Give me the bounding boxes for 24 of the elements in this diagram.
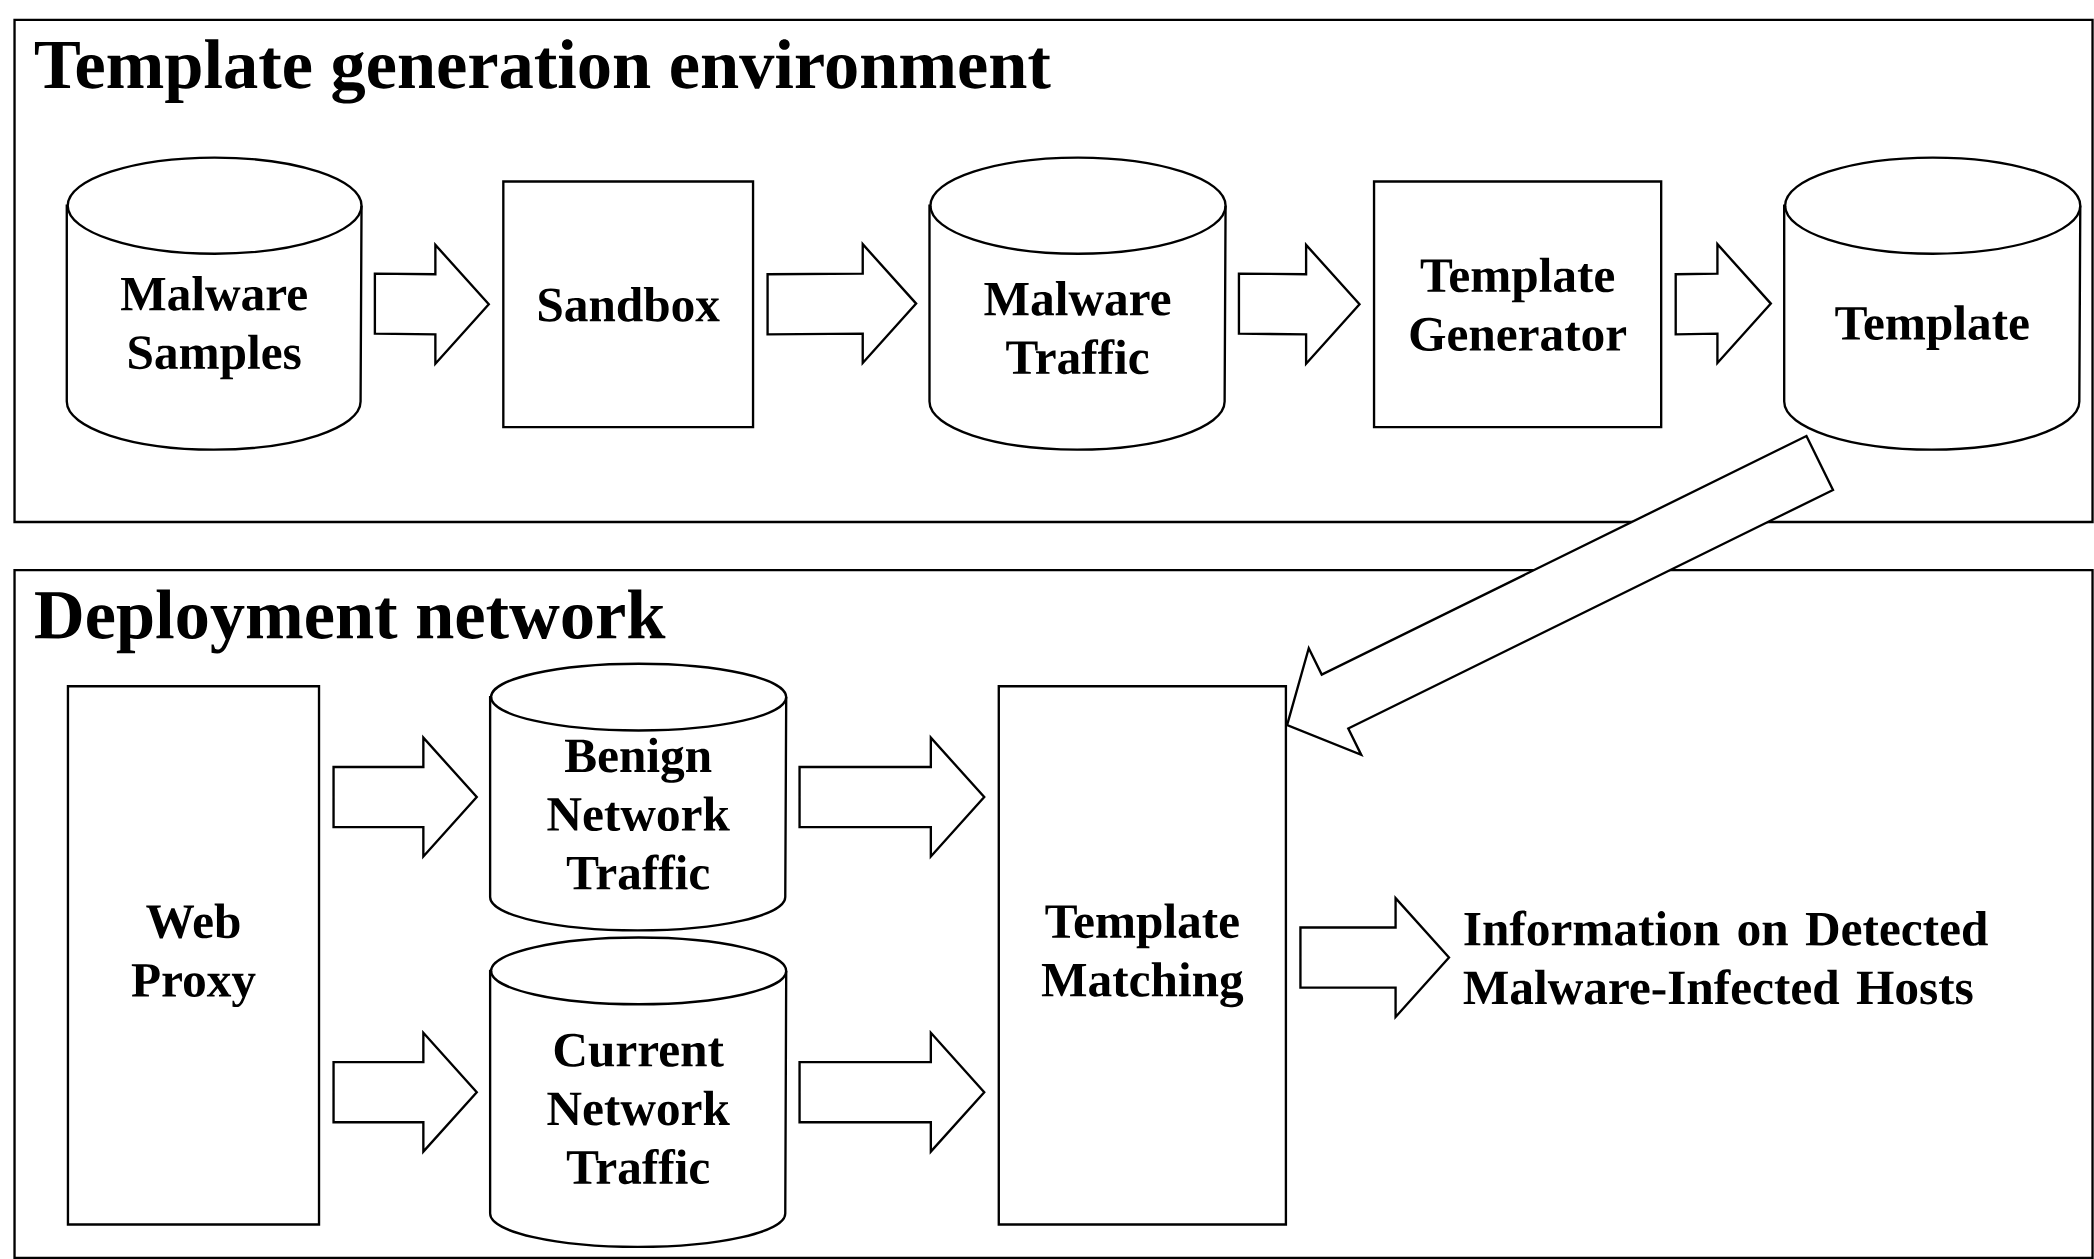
process-box: Template Generator	[1372, 180, 1663, 429]
panel-heading: Deployment network	[35, 589, 666, 654]
database-cylinder: Malware Traffic	[928, 156, 1227, 451]
process-box: Template Matching	[997, 684, 1288, 1226]
section-panel	[13, 568, 2094, 1259]
block-arrow	[1674, 240, 1773, 366]
output-text: Information on Detected Malware-Infected Hosts	[1463, 910, 1988, 1005]
database-cylinder: Benign Network Traffic	[488, 662, 788, 932]
block-arrow	[1237, 241, 1362, 367]
database-cylinder: Malware Samples	[65, 156, 363, 451]
block-arrow	[766, 240, 918, 366]
block-arrow	[798, 1029, 986, 1155]
database-cylinder: Current Network Traffic	[488, 936, 788, 1248]
block-arrow	[798, 734, 986, 860]
block-arrow	[373, 241, 491, 367]
section-panel	[13, 18, 2094, 523]
block-arrow	[1299, 894, 1451, 1020]
block-arrow	[1285, 434, 1835, 757]
block-arrow	[332, 734, 479, 860]
database-cylinder: Template	[1783, 156, 2082, 451]
process-box: Sandbox	[502, 180, 755, 429]
process-box: Web Proxy	[66, 684, 321, 1226]
panel-heading: Template generation environment	[34, 39, 1051, 104]
block-arrow	[332, 1029, 479, 1155]
